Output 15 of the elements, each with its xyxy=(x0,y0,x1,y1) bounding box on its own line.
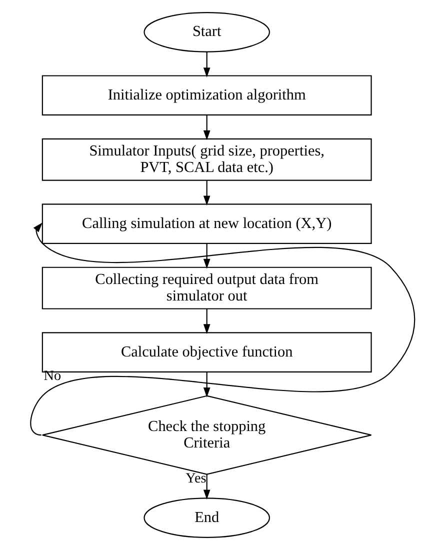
arrow xyxy=(202,244,210,269)
node-ellipse: End xyxy=(143,498,270,538)
arrow xyxy=(202,474,210,500)
arrow xyxy=(202,180,210,206)
node-ellipse: Start xyxy=(143,12,270,52)
node-box: Calling simulation at new location (X,Y) xyxy=(41,204,372,244)
node-box: Collecting required output data from simulator out xyxy=(41,266,372,310)
arrow xyxy=(30,222,414,436)
node-box: Initialize optimization algorithm xyxy=(41,75,372,116)
arrow xyxy=(202,52,210,78)
node-box: Simulator Inputs( grid size, properties, PVT, SCAL data etc.) xyxy=(41,138,372,181)
arrow xyxy=(202,372,210,398)
node-box: Calculate objective function xyxy=(41,332,372,372)
arrow xyxy=(202,115,210,140)
arrow xyxy=(202,308,210,334)
